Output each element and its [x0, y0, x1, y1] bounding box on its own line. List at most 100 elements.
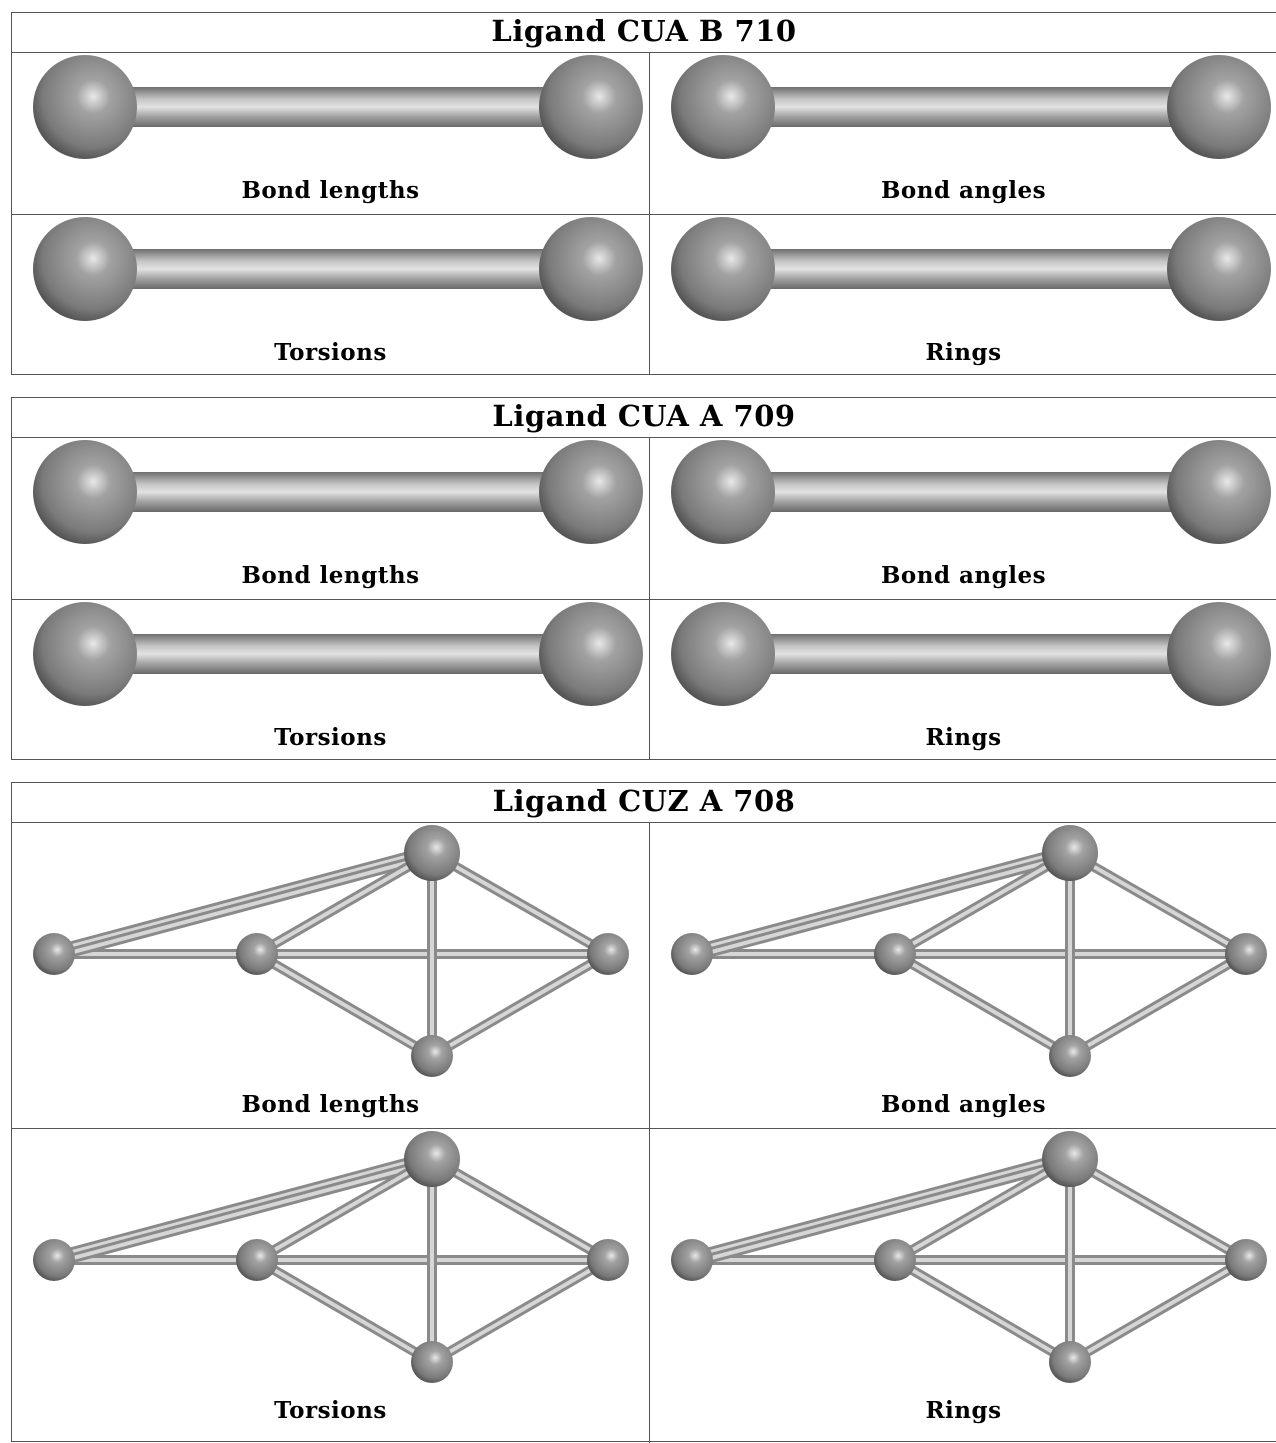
bond-highlight: [690, 1154, 1070, 1260]
atom-sphere: [33, 55, 137, 159]
panel-torsions: Torsions: [12, 600, 649, 760]
bond-highlight: [1069, 1157, 1247, 1262]
panel-caption: Torsions: [274, 1397, 387, 1424]
atom-sphere: [404, 825, 460, 881]
molecule-diatomic-image: [671, 217, 1271, 321]
bond-highlight: [52, 848, 432, 954]
atom-sphere: [1167, 217, 1271, 321]
panel-caption: Bond lengths: [241, 562, 420, 589]
ligand-block-3: Ligand CUZ A 708 Bond lengths: [11, 782, 1276, 1443]
bond-highlight: [255, 952, 434, 1058]
ligand-block-2: Ligand CUA A 709 Bond lengths: [11, 397, 1276, 760]
panel-caption: Bond angles: [880, 1091, 1047, 1118]
panel-grid: Bond lengths Bond angles Torsions: [12, 823, 1276, 1443]
atom-sphere: [404, 1131, 460, 1187]
atom-sphere: [33, 217, 137, 321]
bond-highlight: [430, 952, 610, 1058]
atom-sphere: [1042, 825, 1098, 881]
panel-grid: Bond lengths Bond angles Torsions: [12, 438, 1276, 760]
bond-stick: [85, 249, 591, 289]
panel-rings: Rings: [650, 1129, 1276, 1443]
atom-sphere: [539, 55, 643, 159]
bond-highlight: [54, 1159, 434, 1265]
panel-bond-lengths: Bond lengths: [12, 53, 649, 214]
ligand-title: Ligand CUA B 710: [12, 13, 1276, 53]
atom-sphere: [874, 933, 916, 975]
atom-sphere: [33, 1239, 75, 1281]
ligand-title: Ligand CUA A 709: [12, 398, 1276, 438]
bond-highlight: [893, 1258, 1072, 1364]
panel-caption: Torsions: [274, 724, 387, 751]
atom-sphere: [411, 1341, 453, 1383]
atom-sphere: [671, 602, 775, 706]
bond-highlight: [893, 952, 1072, 1058]
atom-sphere: [1049, 1341, 1091, 1383]
atom-sphere: [1167, 55, 1271, 159]
molecule-diatomic-image: [33, 217, 643, 321]
atom-sphere: [33, 440, 137, 544]
panel-torsions: Torsions: [12, 1129, 649, 1443]
atom-sphere: [874, 1239, 916, 1281]
panel-bond-angles: Bond angles: [650, 823, 1276, 1128]
panel-caption: Rings: [925, 1397, 1002, 1424]
panel-caption: Bond angles: [880, 562, 1047, 589]
panel-caption: Bond lengths: [241, 177, 420, 204]
panel-caption: Bond lengths: [241, 1091, 420, 1118]
atom-sphere: [671, 217, 775, 321]
divider: [649, 823, 650, 1443]
panel-rings: Rings: [650, 215, 1276, 375]
molecule-cluster-image: [671, 825, 1267, 1077]
atom-sphere: [671, 933, 713, 975]
atom-sphere: [1167, 602, 1271, 706]
molecule-cluster-image: [33, 825, 629, 1077]
atom-sphere: [1167, 440, 1271, 544]
bond-highlight: [255, 1258, 434, 1364]
ligand-title: Ligand CUZ A 708: [12, 783, 1276, 823]
atom-sphere: [1042, 1131, 1098, 1187]
bond-stick: [85, 87, 591, 127]
molecule-diatomic-image: [33, 440, 643, 544]
panel-grid: Bond lengths Bond angles Torsions: [12, 53, 1276, 375]
bond-highlight: [431, 1157, 609, 1262]
divider: [12, 599, 1276, 600]
bond-highlight: [54, 853, 434, 959]
molecule-cluster-image: [671, 1131, 1267, 1383]
atom-sphere: [539, 217, 643, 321]
divider: [12, 1128, 1276, 1129]
panel-torsions: Torsions: [12, 215, 649, 375]
bond-stick: [85, 472, 591, 512]
atom-sphere: [671, 55, 775, 159]
molecule-diatomic-image: [671, 55, 1271, 159]
atom-sphere: [33, 933, 75, 975]
bond-highlight: [1069, 851, 1247, 956]
panel-caption: Bond angles: [880, 177, 1047, 204]
atom-sphere: [539, 440, 643, 544]
bond-highlight: [431, 851, 609, 956]
panel-bond-lengths: Bond lengths: [12, 438, 649, 599]
atom-sphere: [671, 1239, 713, 1281]
panel-caption: Torsions: [274, 339, 387, 366]
panel-bond-angles: Bond angles: [650, 438, 1276, 599]
atom-sphere: [587, 933, 629, 975]
bond-highlight: [1068, 1258, 1248, 1364]
atom-sphere: [539, 602, 643, 706]
atom-sphere: [236, 1239, 278, 1281]
panel-rings: Rings: [650, 600, 1276, 760]
panel-bond-lengths: Bond lengths: [12, 823, 649, 1128]
panel-bond-angles: Bond angles: [650, 53, 1276, 214]
molecule-diatomic-image: [33, 602, 643, 706]
bond-highlight: [894, 851, 1071, 956]
atom-sphere: [1049, 1035, 1091, 1077]
bond-highlight: [256, 1157, 433, 1262]
divider: [12, 214, 1276, 215]
bond-highlight: [692, 1159, 1072, 1265]
bond-highlight: [52, 1154, 432, 1260]
bond-stick: [723, 472, 1219, 512]
atom-sphere: [1225, 933, 1267, 975]
molecule-diatomic-image: [33, 55, 643, 159]
molecule-diatomic-image: [671, 602, 1271, 706]
molecule-diatomic-image: [671, 440, 1271, 544]
atom-sphere: [671, 440, 775, 544]
bond-stick: [85, 634, 591, 674]
atom-sphere: [411, 1035, 453, 1077]
